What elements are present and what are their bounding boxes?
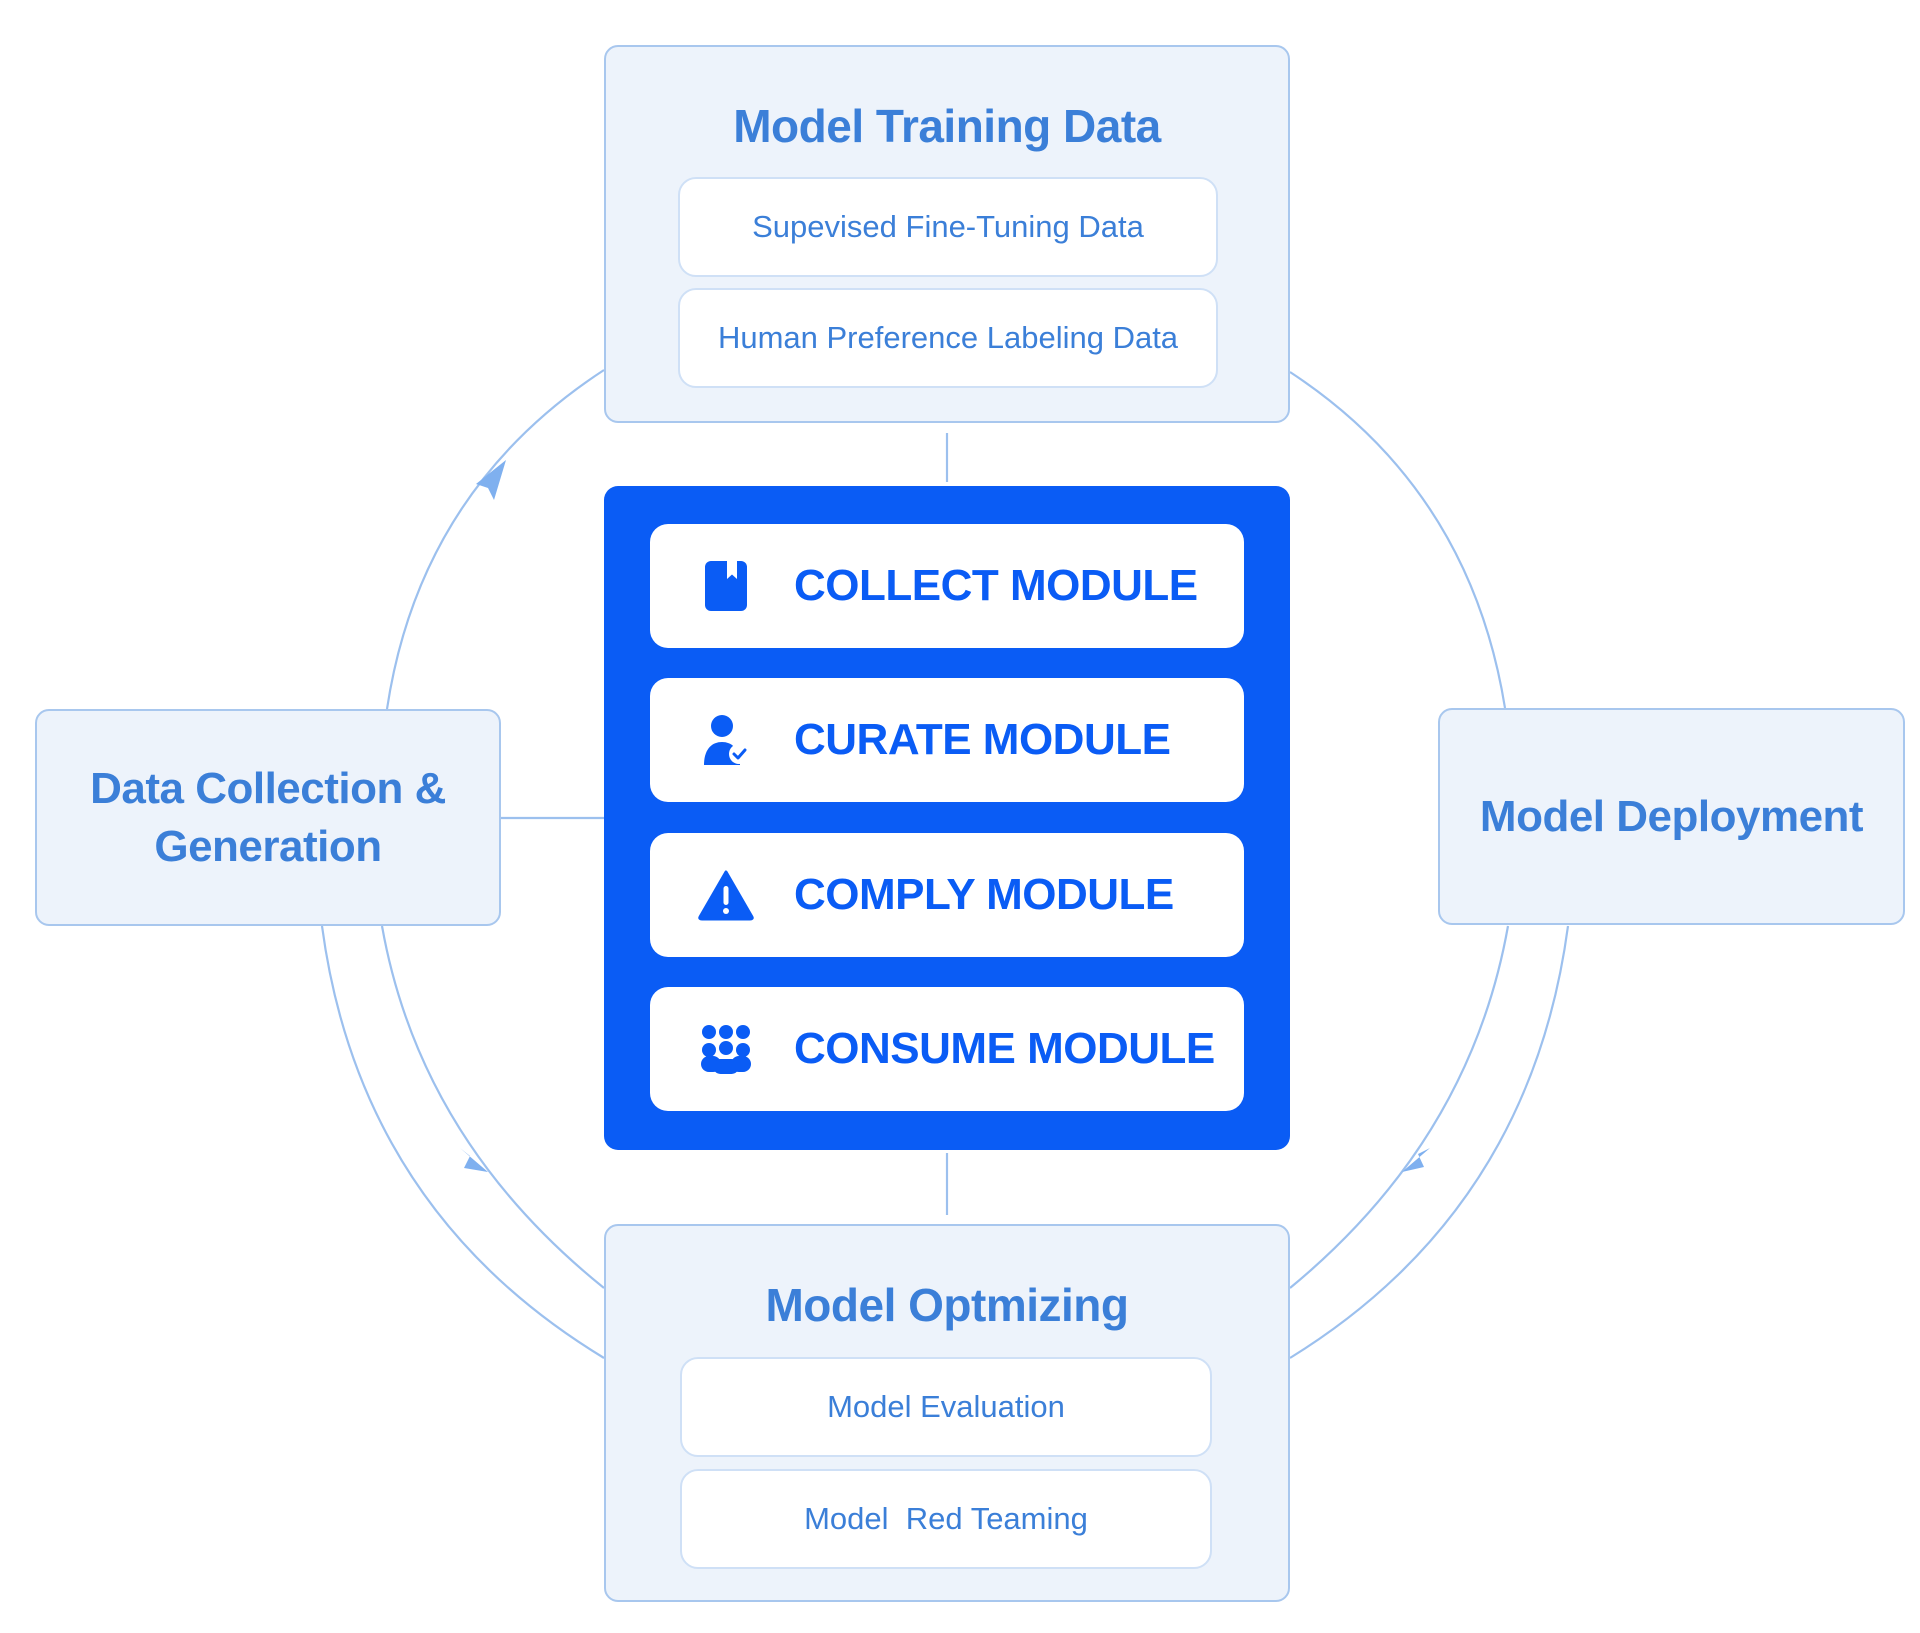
arc-top-right <box>1289 371 1507 709</box>
human-preference-labeling-item: Human Preference Labeling Data <box>678 288 1218 388</box>
people-group-icon <box>696 1019 756 1079</box>
consume-module: CONSUME MODULE <box>650 987 1244 1111</box>
data-collection-title: Data Collection & Generation <box>90 760 446 876</box>
arc-top-left <box>385 369 605 710</box>
comply-module-label: COMPLY MODULE <box>794 870 1174 919</box>
warning-triangle-icon <box>696 865 756 925</box>
arrowhead-top-left <box>476 460 506 500</box>
arc-right-bottom-inner <box>1289 925 1510 1289</box>
arc-right-bottom-outer <box>1289 925 1570 1359</box>
curate-module: CURATE MODULE <box>650 678 1244 802</box>
model-red-teaming-item: Model Red Teaming <box>680 1469 1212 1569</box>
bookmark-book-icon <box>696 556 756 616</box>
model-training-data-title: Model Training Data <box>733 100 1161 152</box>
model-deployment-box: Model Deployment <box>1438 708 1905 925</box>
collect-module-label: COLLECT MODULE <box>794 561 1198 610</box>
collect-module: COLLECT MODULE <box>650 524 1244 648</box>
arc-left-bottom-outer <box>320 925 605 1359</box>
core-modules-panel: COLLECT MODULE CURATE MODULE <box>604 486 1290 1150</box>
comply-module: COMPLY MODULE <box>650 833 1244 957</box>
data-collection-title-line1: Data Collection & <box>90 763 446 813</box>
model-training-data-box: Model Training Data Supevised Fine-Tunin… <box>604 45 1290 423</box>
data-collection-box: Data Collection & Generation <box>35 709 501 926</box>
consume-module-label: CONSUME MODULE <box>794 1024 1215 1073</box>
data-collection-title-line2: Generation <box>154 821 382 871</box>
model-optimizing-box: Model Optmizing Model Evaluation Model R… <box>604 1224 1290 1602</box>
curate-module-label: CURATE MODULE <box>794 715 1171 764</box>
arc-left-bottom-inner <box>380 925 605 1289</box>
arrowhead-left-bottom <box>460 1148 488 1172</box>
arrowhead-right-bottom <box>1402 1148 1430 1172</box>
model-evaluation-item: Model Evaluation <box>680 1357 1212 1457</box>
model-optimizing-title: Model Optmizing <box>765 1279 1129 1331</box>
supervised-fine-tuning-item: Supevised Fine-Tuning Data <box>678 177 1218 277</box>
user-check-icon <box>696 710 756 770</box>
model-deployment-title: Model Deployment <box>1479 791 1864 841</box>
